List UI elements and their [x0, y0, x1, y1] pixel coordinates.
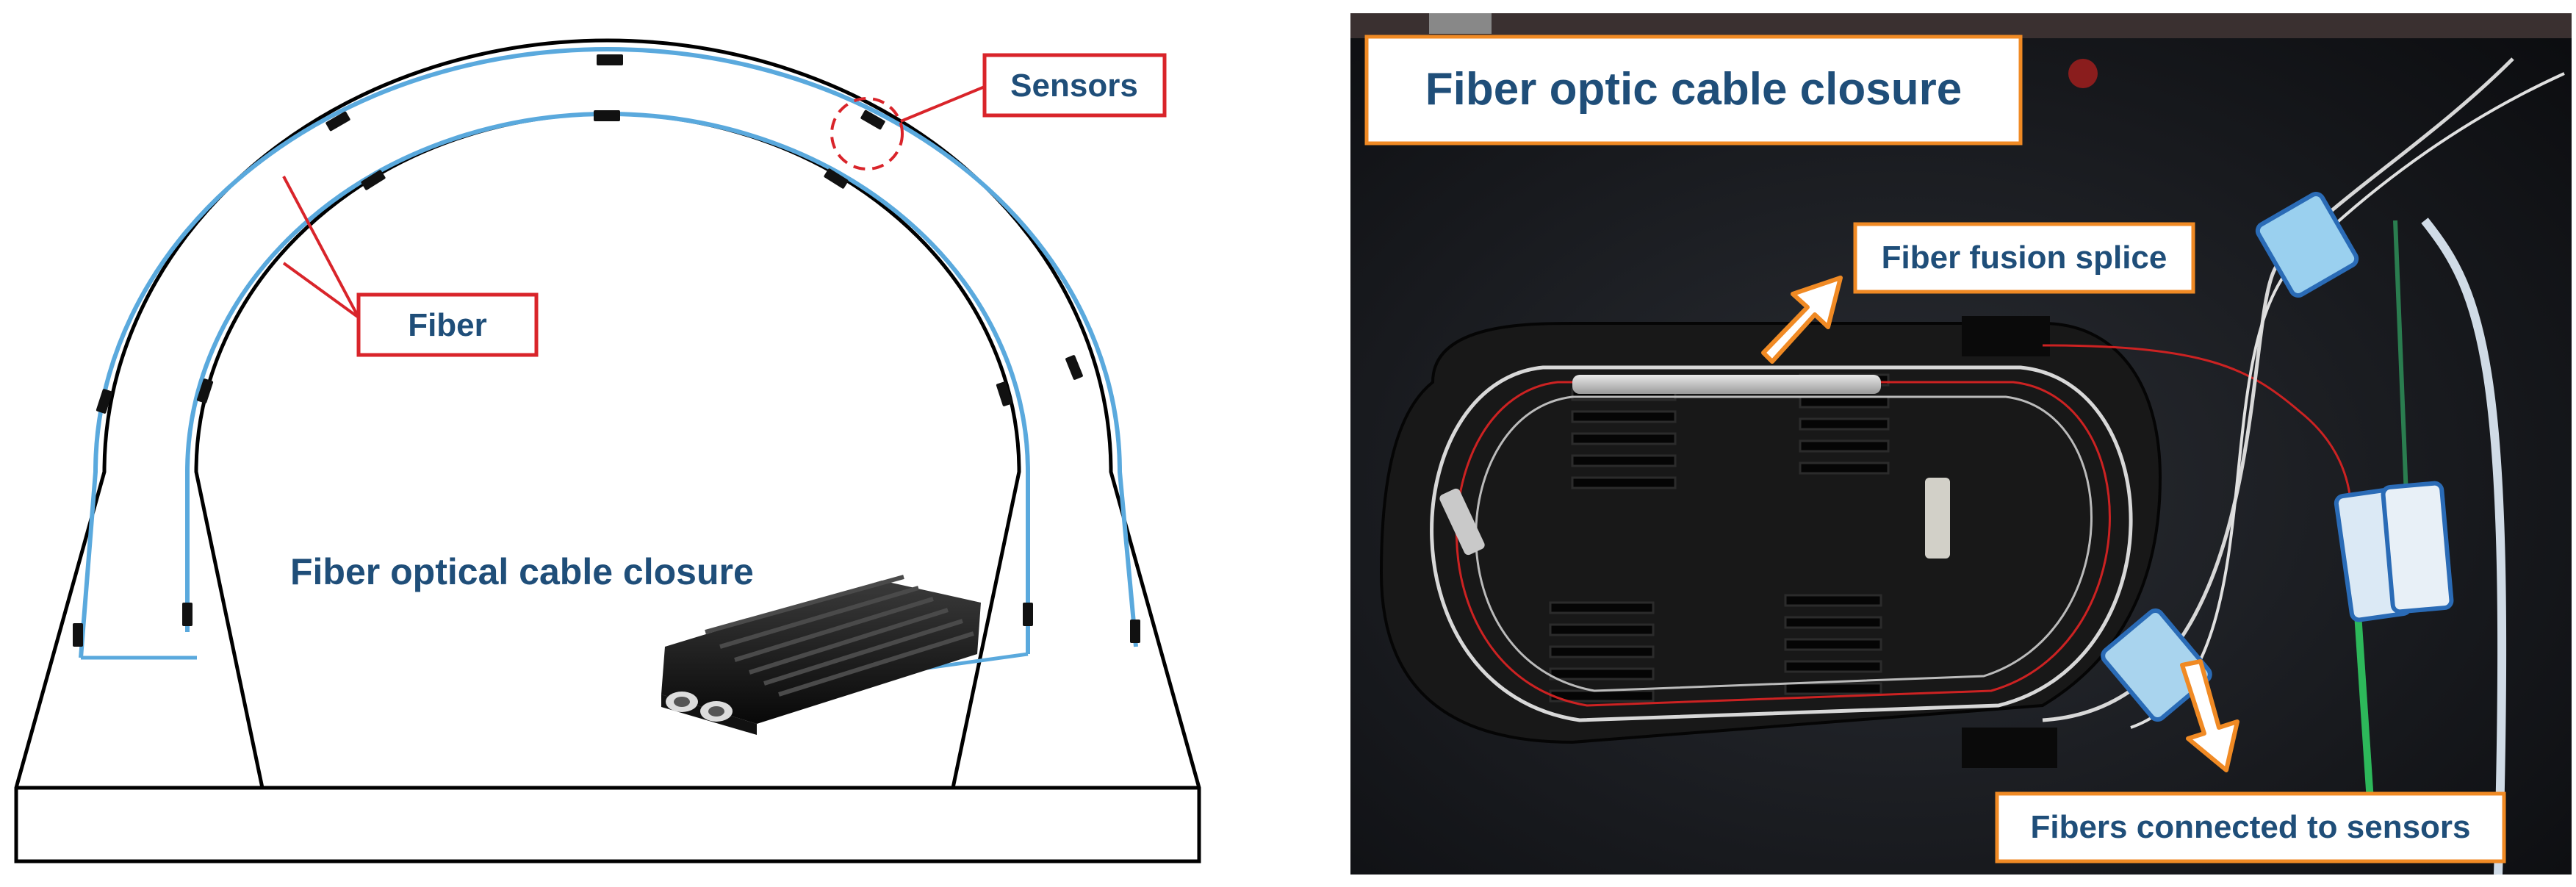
- sensors-label: Sensors: [1010, 68, 1138, 104]
- sensor: [1023, 603, 1033, 626]
- sensor: [1130, 620, 1140, 643]
- tunnel-schematic: Sensors Fiber Fiber optical cable closur…: [14, 38, 1201, 863]
- splice-label: Fiber fusion splice: [1882, 240, 2167, 276]
- sensor: [824, 168, 849, 189]
- closure-label: Fiber optical cable closure: [290, 551, 754, 592]
- sensor-tags: [2101, 192, 2454, 722]
- sensors-leader-line: [900, 85, 985, 123]
- photo-title-box: [1364, 35, 2023, 146]
- sensor: [361, 170, 386, 190]
- splice-label-box: [1853, 222, 2195, 294]
- fiber-label-box: [356, 292, 539, 357]
- connected-arrow: [2180, 659, 2239, 772]
- fiber-label: Fiber: [408, 307, 487, 343]
- tunnel-outer-outline: [14, 38, 1201, 863]
- sensor: [597, 54, 623, 65]
- splice-sleeve: [1572, 375, 1881, 394]
- connected-label-box: [1995, 791, 2506, 863]
- tunnel-inner-outline: [194, 112, 1021, 790]
- sensor: [325, 111, 350, 132]
- cable-closure-image: [661, 575, 981, 735]
- sensor: [594, 110, 620, 121]
- sensor: [1065, 355, 1083, 380]
- sensor: [96, 389, 113, 414]
- sensor: [860, 109, 885, 130]
- fiber-leader-line-inner: [282, 262, 360, 319]
- outer-sensors: [73, 54, 1140, 647]
- sensor: [196, 378, 214, 403]
- sensor: [996, 381, 1013, 406]
- sensor: [73, 623, 83, 647]
- connected-label: Fibers connected to sensors: [2030, 809, 2470, 845]
- sensors-label-box: [982, 53, 1167, 118]
- tray-fiber-loops: [1430, 365, 2133, 722]
- tray-posts: [1439, 478, 1950, 559]
- tray-fins: [1549, 373, 1890, 703]
- outer-fiber-line: [79, 47, 1138, 658]
- closure-photo: Fiber optic cable closure Fiber fusion s…: [1350, 13, 2572, 875]
- splice-tray: [1379, 322, 2162, 744]
- inner-sensors: [182, 110, 1033, 626]
- fiber-leader-line-outer: [282, 176, 360, 318]
- sensor-highlight-circle: [830, 97, 904, 170]
- photo-title: Fiber optic cable closure: [1425, 64, 1962, 115]
- splice-arrow: [1761, 276, 1843, 364]
- sensor: [182, 603, 193, 626]
